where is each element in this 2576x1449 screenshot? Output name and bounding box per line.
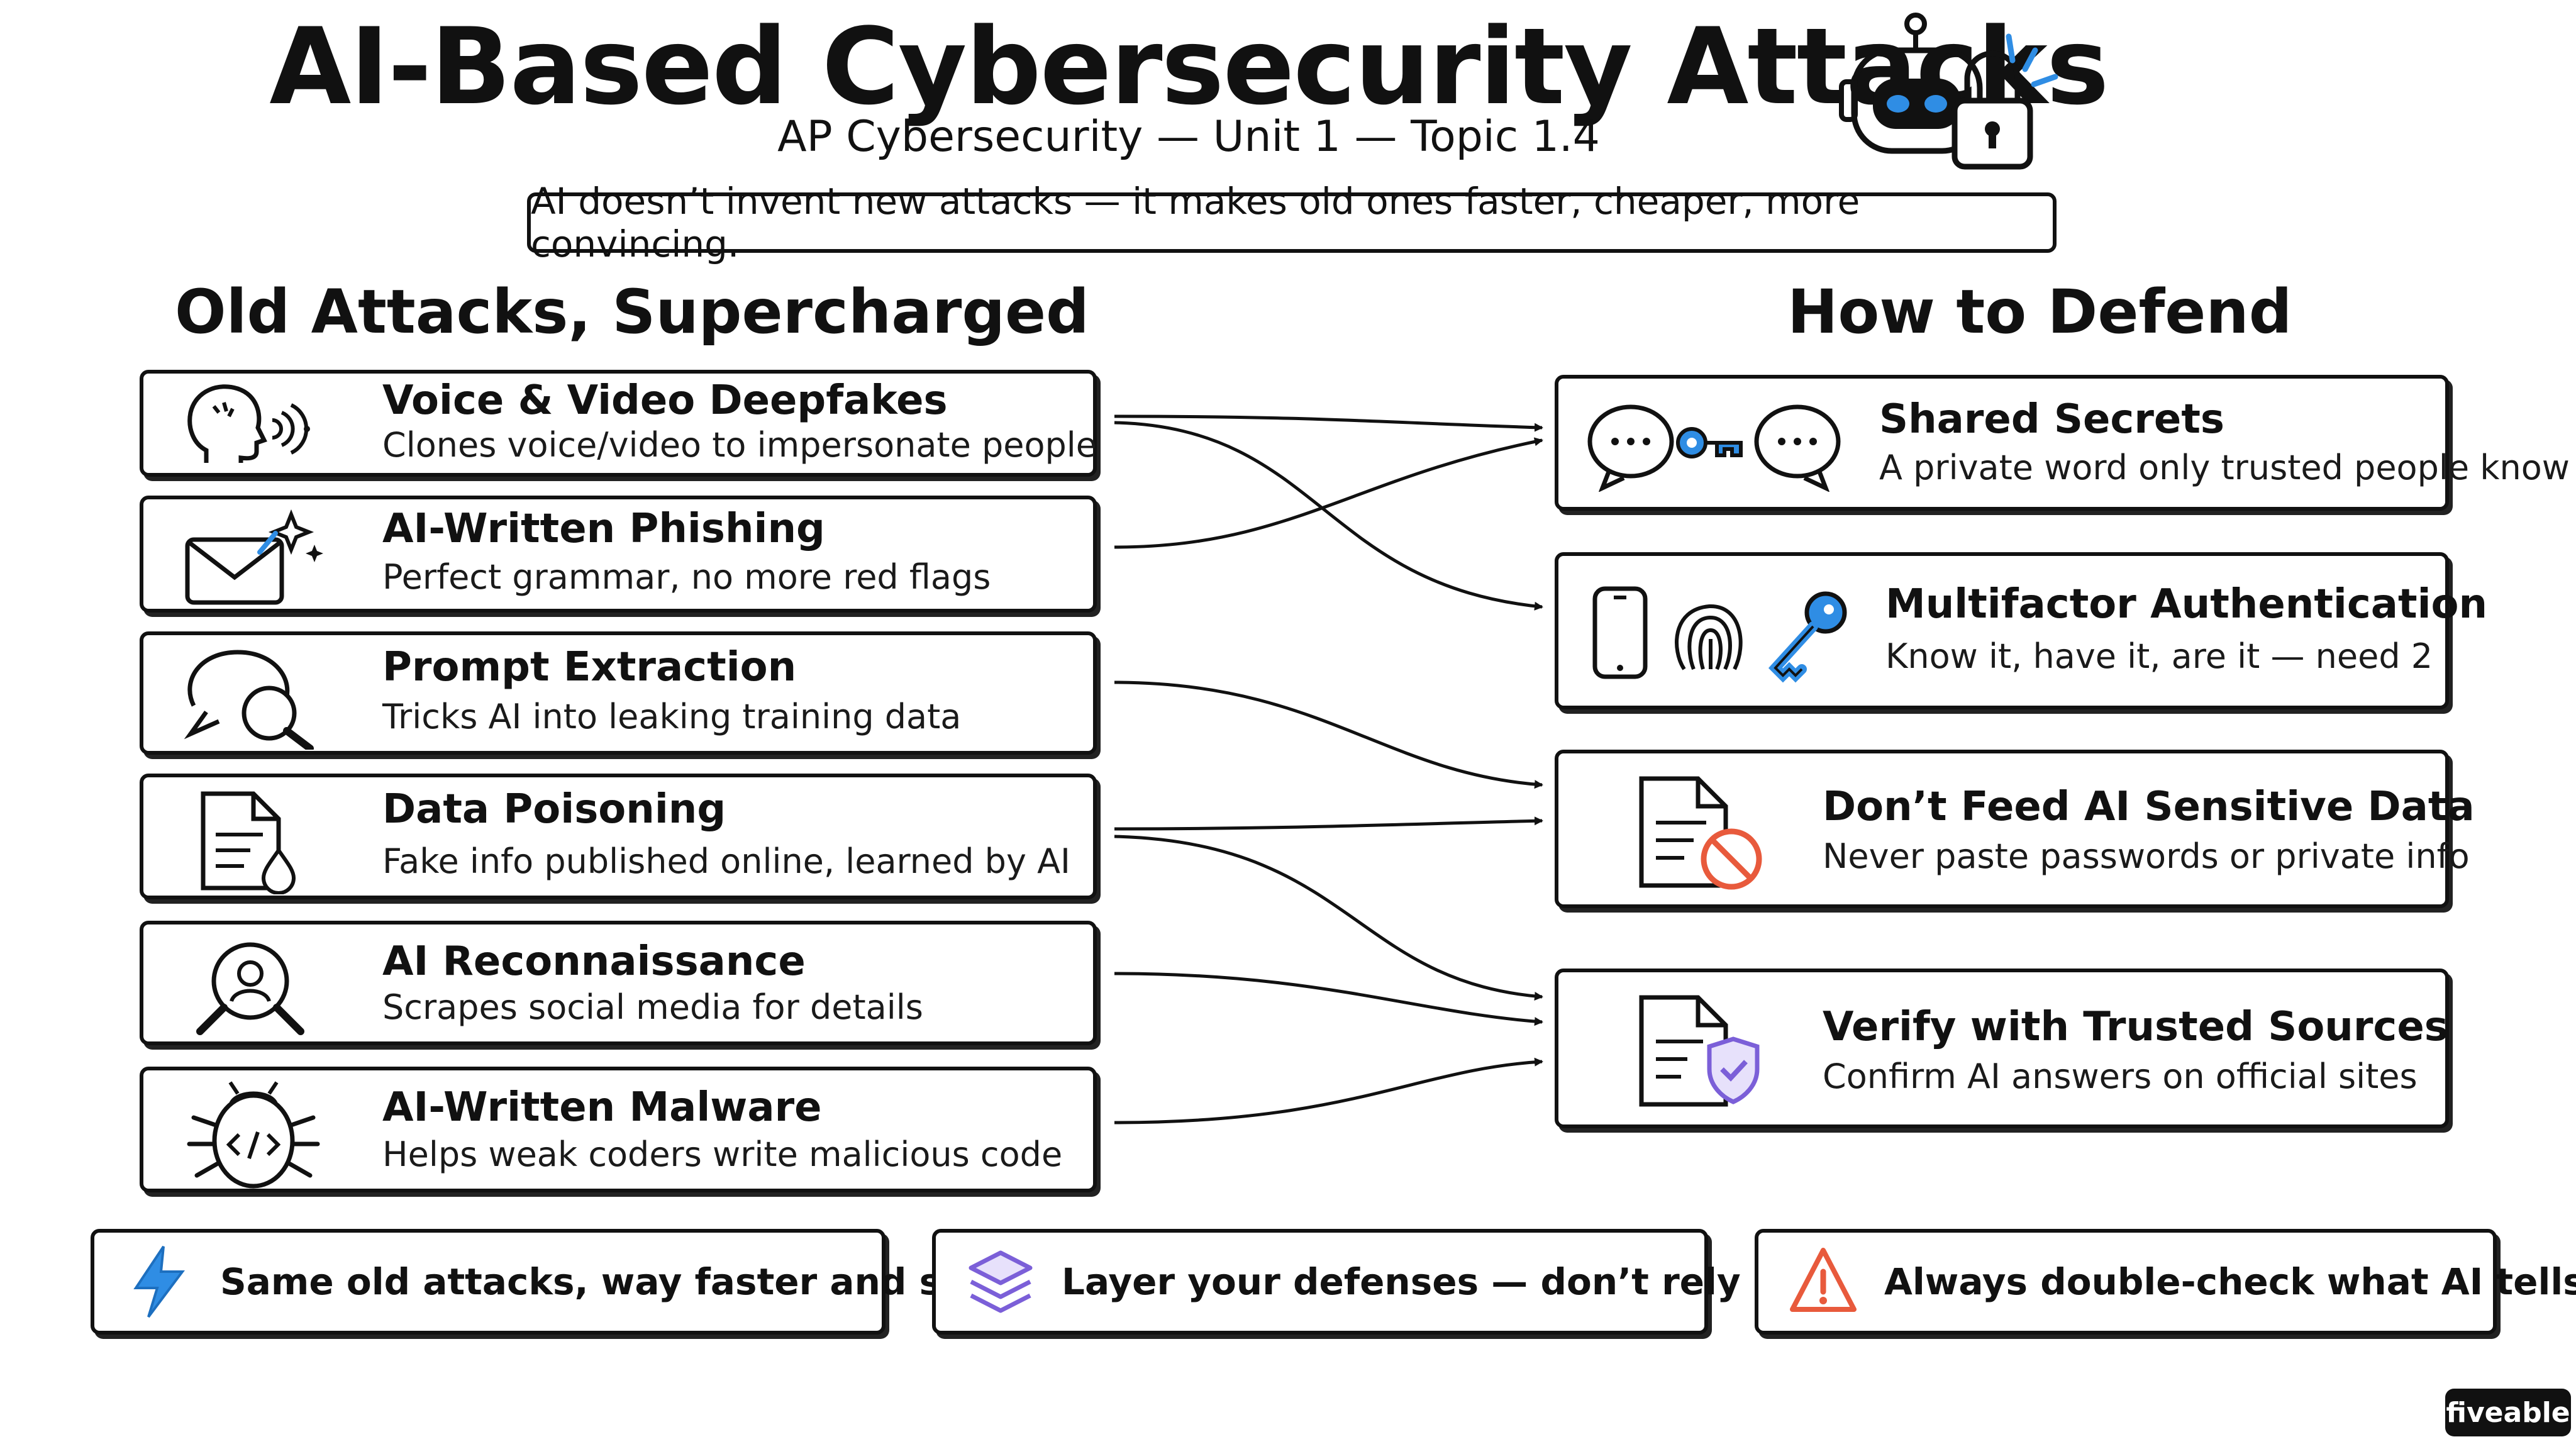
chat-magnifier-icon [184, 650, 314, 750]
tip-card-layers: Layer your defenses — don’t rely on one [932, 1229, 1893, 1335]
attack-desc: Perfect grammar, no more red flags [382, 557, 991, 597]
connector-phishing-secrets [1114, 437, 1543, 549]
attack-card-malware: AI-Written Malware Helps weak coders wri… [140, 1067, 1097, 1192]
defense-desc: Never paste passwords or private info [1823, 836, 2470, 876]
attack-card-phishing: AI-Written Phishing Perfect grammar, no … [140, 496, 1097, 613]
defense-title: Shared Secrets [1879, 396, 2224, 443]
attack-title: AI-Written Phishing [382, 506, 825, 552]
defense-desc: Know it, have it, are it — need 2 [1885, 636, 2433, 676]
defense-desc: Confirm AI answers on official sites [1823, 1057, 2418, 1096]
connector-deepfakes-secrets [1114, 414, 1543, 432]
attack-title: Data Poisoning [382, 786, 726, 833]
attack-desc: Tricks AI into leaking training data [382, 697, 962, 736]
tip-text: Layer your defenses — don’t rely on one [1062, 1260, 1893, 1303]
attack-card-reconnaissance: AI Reconnaissance Scrapes social media f… [140, 921, 1097, 1045]
defenses-heading: How to Defend [1787, 277, 2292, 347]
phone-fingerprint-key-icon [1592, 586, 1847, 683]
defense-card-sensitive-data: Don’t Feed AI Sensitive Data Never paste… [1555, 750, 2475, 908]
attack-title: AI-Written Malware [382, 1084, 822, 1131]
brand-logo: fiveable [2445, 1389, 2571, 1436]
layers-icon [969, 1250, 1033, 1313]
attack-title: Voice & Video Deepfakes [382, 377, 948, 424]
page-subtitle: AP Cybersecurity — Unit 1 — Topic 1.4 [777, 112, 1600, 162]
tip-text: Always double-check what AI tells you [1884, 1260, 2576, 1303]
defense-card-mfa: Multifactor Authentication Know it, have… [1555, 552, 2487, 709]
connector-deepfakes-mfa [1114, 421, 1543, 611]
defense-card-verify: Verify with Trusted Sources Confirm AI a… [1555, 969, 2449, 1128]
defense-title: Verify with Trusted Sources [1823, 1004, 2448, 1050]
defense-title: Multifactor Authentication [1885, 581, 2488, 628]
person-magnifier-icon [196, 942, 304, 1035]
attack-desc: Clones voice/video to impersonate people [382, 425, 1097, 465]
defense-title: Don’t Feed AI Sensitive Data [1823, 784, 2475, 830]
attack-card-deepfakes: Voice & Video Deepfakes Clones voice/vid… [140, 370, 1097, 477]
defense-desc: A private word only trusted people know [1879, 448, 2570, 487]
attack-desc: Fake info published online, learned by A… [382, 841, 1070, 881]
page-title: AI-Based Cybersecurity Attacks [269, 5, 2109, 128]
attack-card-poisoning: Data Poisoning Fake info published onlin… [140, 774, 1097, 899]
robot-lock-icon [1839, 13, 2058, 170]
attacks-heading: Old Attacks, Supercharged [175, 277, 1089, 347]
bug-code-icon [187, 1081, 320, 1189]
document-block-icon [1639, 776, 1762, 890]
lightning-icon [133, 1245, 185, 1318]
chat-key-icon [1587, 404, 1841, 492]
warning-icon [1790, 1248, 1857, 1312]
envelope-sparkle-icon [185, 509, 323, 605]
connector-poisoning-data [1114, 816, 1543, 831]
attack-card-extraction: Prompt Extraction Tricks AI into leaking… [140, 631, 1097, 755]
document-shield-icon [1639, 995, 1760, 1107]
connector-extraction-data [1114, 680, 1543, 789]
connector-recon-verify [1114, 972, 1543, 1026]
head-voice-icon [187, 384, 310, 463]
connector-poisoning-verify [1114, 835, 1543, 1001]
tip-card-double-check: Always double-check what AI tells you [1755, 1229, 2576, 1335]
attack-desc: Helps weak coders write malicious code [382, 1135, 1063, 1174]
summary-banner-text: AI doesn’t invent new attacks — it makes… [531, 180, 1860, 265]
attack-title: Prompt Extraction [382, 644, 797, 691]
document-drop-icon [201, 791, 296, 894]
connector-malware-verify [1114, 1057, 1543, 1124]
attack-desc: Scrapes social media for details [382, 987, 923, 1027]
summary-banner: AI doesn’t invent new attacks — it makes… [527, 180, 2057, 265]
brand-logo-text: fiveable [2446, 1396, 2570, 1429]
tip-card-speed: Same old attacks, way faster and smarter [91, 1229, 1082, 1335]
attack-title: AI Reconnaissance [382, 938, 806, 985]
defense-card-shared-secrets: Shared Secrets A private word only trust… [1555, 375, 2570, 511]
